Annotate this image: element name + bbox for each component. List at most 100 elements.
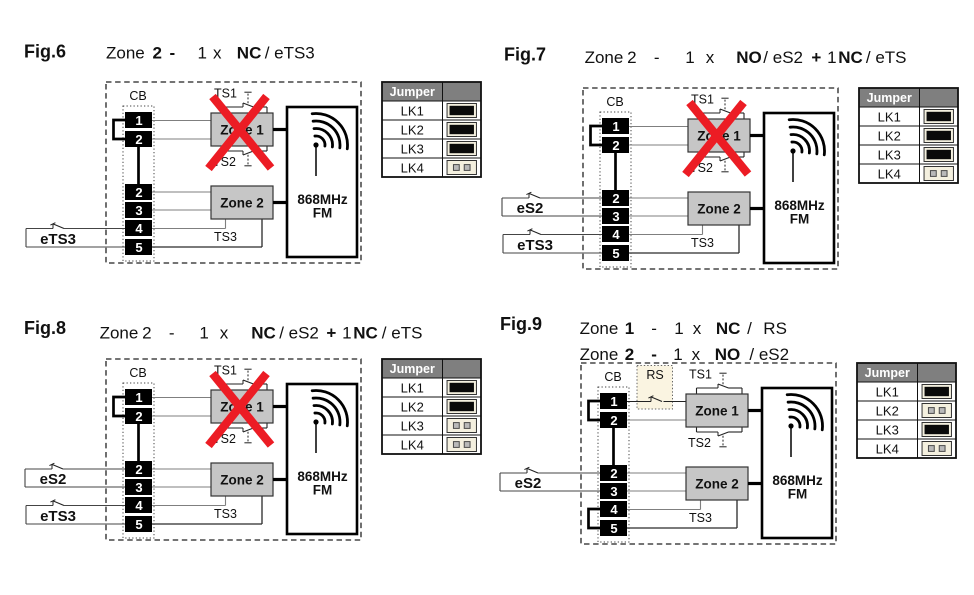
fig6-terminal-3-number: 2 bbox=[135, 185, 142, 200]
fig9-title-seg-0: Zone bbox=[580, 345, 619, 364]
fig6-title-seg-4: x bbox=[213, 44, 222, 63]
fig8-fm-line1: 868MHz bbox=[297, 469, 348, 484]
fig8-cb-label: CB bbox=[129, 366, 146, 380]
fig8-terminal-5-number: 4 bbox=[135, 498, 143, 513]
fig7-title-seg-3: 1 bbox=[685, 48, 694, 67]
fig9-cb-label: CB bbox=[604, 370, 621, 384]
fig8-title-seg-2: - bbox=[169, 324, 175, 343]
fig6-jumper-header-row bbox=[382, 82, 481, 101]
fig9-antenna-icon bbox=[785, 393, 824, 457]
fig6-ts1-label: TS1 bbox=[214, 87, 237, 101]
fig7-terminal-4-block bbox=[602, 208, 629, 224]
fig8-es2-label: eS2 bbox=[40, 471, 67, 488]
fig7-terminal-6-number: 5 bbox=[612, 246, 619, 261]
fig8-jumper-row-LK3: LK3 bbox=[401, 418, 477, 434]
fig8-red-cross-icon bbox=[205, 370, 275, 449]
fig9-ts3-label: TS3 bbox=[689, 511, 712, 525]
fig7-dashed-frame bbox=[582, 87, 839, 270]
fig6-jumper-label-LK4: LK4 bbox=[401, 161, 424, 176]
fig9-jumper-LK3-fitted-icon bbox=[921, 422, 952, 437]
fig6-title-seg-3: 1 bbox=[198, 44, 207, 63]
fig6-label: Fig.6 bbox=[24, 42, 66, 62]
fig6-jumper-row-LK1: LK1 bbox=[401, 103, 477, 119]
fig9-ts1-switch bbox=[695, 372, 743, 394]
fig9-terminal-6-number: 5 bbox=[610, 521, 617, 536]
fig8-jumper-label-LK3: LK3 bbox=[401, 419, 424, 434]
fig8-terminal-6-block bbox=[125, 516, 152, 532]
fig7-jumper-row-LK2: LK2 bbox=[878, 128, 954, 144]
fig8-ts1-label: TS1 bbox=[214, 364, 237, 378]
fig6-zone2-label: Zone 2 bbox=[220, 195, 264, 210]
fig9-terminal-2-block bbox=[600, 412, 627, 428]
fig8-ts3-label: TS3 bbox=[214, 507, 237, 521]
fig8-ts1-actuator-icon bbox=[244, 368, 252, 381]
fig7-jumper-label-LK2: LK2 bbox=[878, 129, 901, 144]
fig9-fm-line1: 868MHz bbox=[772, 473, 823, 488]
fig9-title-seg-5: NC bbox=[716, 319, 741, 338]
fig7-link-1-2 bbox=[589, 124, 602, 147]
fig6-terminal-2-block bbox=[125, 131, 152, 147]
fig8-terminal-4-block bbox=[125, 479, 152, 495]
fig6-fm-line1: 868MHz bbox=[297, 192, 348, 207]
fig9-terminal-5-number: 4 bbox=[610, 502, 618, 517]
fig7-title-seg-8: 1 bbox=[827, 48, 836, 67]
fig8-ts2-actuator-icon bbox=[244, 431, 252, 444]
fig9-terminal-6-block bbox=[600, 520, 627, 536]
fig9-jumper-header-row bbox=[857, 363, 956, 382]
fig8-jumper-row-LK4: LK4 bbox=[401, 437, 477, 453]
fig7-antenna-icon bbox=[787, 118, 826, 182]
fig9-es2-loop bbox=[499, 466, 600, 492]
fig9-jumper-row-LK3: LK3 bbox=[876, 422, 952, 438]
fig7-ts3-label: TS3 bbox=[691, 236, 714, 250]
fig9-ts2-switch bbox=[695, 427, 743, 448]
fig7-es2-label: eS2 bbox=[517, 200, 544, 217]
fig9-title-seg-7: RS bbox=[763, 319, 787, 338]
fig7-red-cross-icon bbox=[682, 99, 752, 178]
fig9-jumper-label-LK4: LK4 bbox=[876, 442, 899, 457]
fig9-es2-label: eS2 bbox=[515, 475, 542, 492]
fig8-jumper-label-LK2: LK2 bbox=[401, 400, 424, 415]
fig9-label: Fig.9 bbox=[500, 314, 542, 334]
fig9-jumper-LK1-fitted-icon bbox=[921, 384, 952, 399]
fig9-fm-line2: FM bbox=[788, 487, 808, 502]
fig9-title-seg-3: 1 bbox=[674, 319, 683, 338]
fig9-jumper-label-LK3: LK3 bbox=[876, 423, 899, 438]
fig9-es2-switch-icon bbox=[524, 466, 539, 474]
fig8-title-seg-1: 2 bbox=[142, 324, 151, 343]
fig6-dashed-frame bbox=[105, 81, 362, 264]
fig8-terminal-3-block bbox=[125, 461, 152, 477]
fig8-terminal-1-number: 1 bbox=[135, 390, 142, 405]
fig8-antenna-icon bbox=[310, 389, 349, 453]
fig6-ts1-actuator-icon bbox=[244, 91, 252, 104]
fig6-jumper-table-border bbox=[381, 81, 482, 178]
fig6-terminal-4-number: 3 bbox=[135, 203, 142, 218]
fig8-title-seg-7: + bbox=[326, 324, 336, 343]
fig6-title-seg-1: 2 bbox=[153, 44, 162, 63]
fig6-ets3-label: eTS3 bbox=[40, 231, 76, 248]
fig6-jumper-row-LK2: LK2 bbox=[401, 122, 477, 138]
fig6-cb-label: CB bbox=[129, 89, 146, 103]
fig6-red-cross-icon bbox=[205, 93, 275, 172]
fig7-ts1-actuator-icon bbox=[721, 97, 729, 110]
fig7-title-seg-2: - bbox=[654, 48, 660, 67]
fig7-title-seg-4: x bbox=[706, 48, 715, 67]
fig6-jumper-label-LK3: LK3 bbox=[401, 142, 424, 157]
fig8-jumper-row-LK2: LK2 bbox=[401, 399, 477, 415]
fig7-jumper-table-border bbox=[858, 87, 959, 184]
fig9-terminal-1-number: 1 bbox=[610, 394, 617, 409]
fig9-jumper-row-LK1: LK1 bbox=[876, 384, 952, 400]
fig9-link-1-2 bbox=[587, 399, 600, 422]
fig6-jumper-label-LK2: LK2 bbox=[401, 123, 424, 138]
fig8-terminal-2-block bbox=[125, 408, 152, 424]
fig7-jumper-row-LK3: LK3 bbox=[878, 147, 954, 163]
fig6-jumper-LK3-fitted-icon bbox=[446, 141, 477, 156]
fig9-zone2-box bbox=[685, 466, 749, 501]
fig6-terminal-5-block bbox=[125, 220, 152, 236]
fig7-jumper-row-LK4: LK4 bbox=[878, 166, 954, 182]
